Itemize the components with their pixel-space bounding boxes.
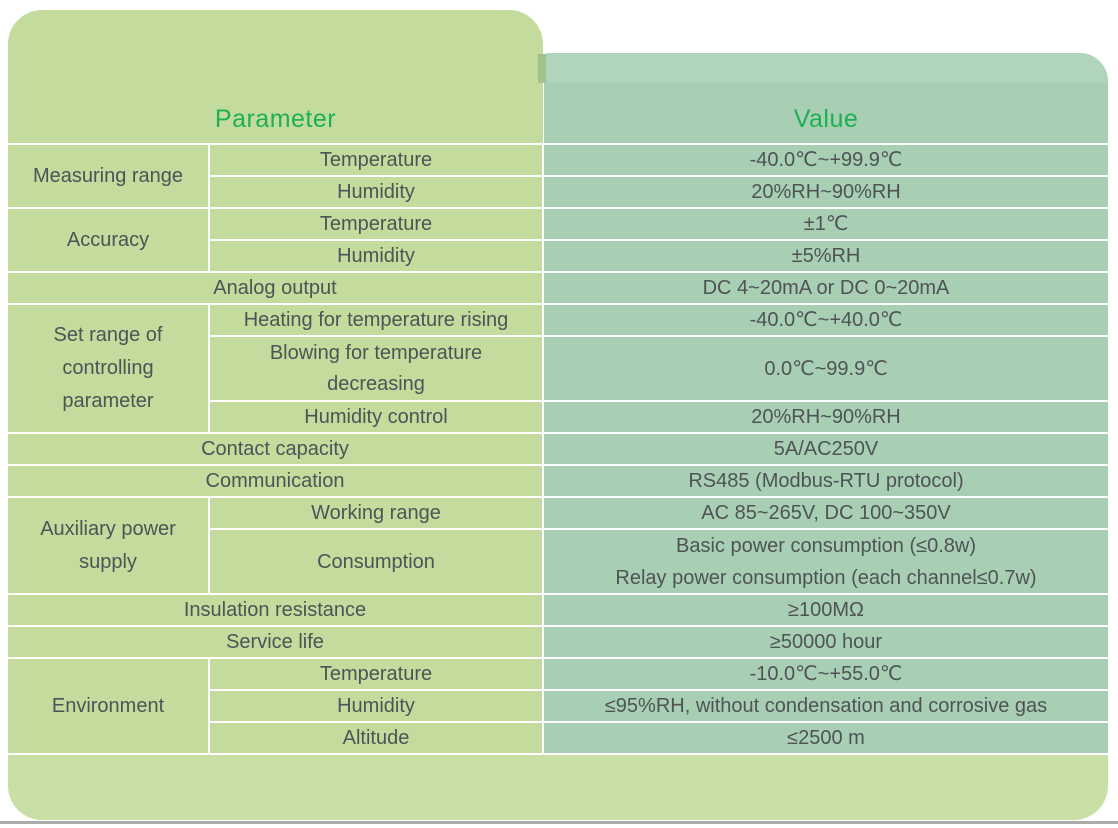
- value-cell-working-range: AC 85~265V, DC 100~350V: [544, 498, 1108, 528]
- group-cell-set-range-label: Set range of controlling parameter: [53, 324, 163, 412]
- value-cell-altitude: ≤2500 m: [544, 723, 1108, 753]
- param-cell-acc-temperature: Temperature: [210, 209, 542, 239]
- param-cell-insulation-resistance: Insulation resistance: [8, 595, 542, 625]
- group-cell-aux-power-label: Auxiliary power supply: [40, 517, 176, 573]
- param-cell-env-temperature: Temperature: [210, 659, 542, 689]
- param-cell-humidity-control: Humidity control: [210, 402, 542, 432]
- value-cell-acc-humidity: ±5%RH: [544, 241, 1108, 271]
- param-cell-contact-capacity: Contact capacity: [8, 434, 542, 464]
- param-cell-altitude: Altitude: [210, 723, 542, 753]
- param-cell-heating: Heating for temperature rising: [210, 305, 542, 335]
- value-cell-heating: -40.0℃~+40.0℃: [544, 305, 1108, 335]
- value-cell-consumption-line1: Basic power consumption (≤0.8w): [676, 534, 976, 557]
- param-cell-mr-temperature: Temperature: [210, 145, 542, 175]
- value-cell-consumption-line2: Relay power consumption (each channel≤0.…: [615, 566, 1037, 589]
- value-cell-service-life: ≥50000 hour: [544, 627, 1108, 657]
- value-cell-mr-humidity: 20%RH~90%RH: [544, 177, 1108, 207]
- group-cell-set-range: Set range of controlling parameter: [8, 305, 208, 432]
- tab-seam: [538, 54, 546, 83]
- group-cell-measuring-range: Measuring range: [8, 145, 208, 207]
- parameter-column-header: Parameter: [214, 105, 337, 133]
- param-cell-service-life: Service life: [8, 627, 542, 657]
- group-cell-aux-power: Auxiliary power supply: [8, 498, 208, 593]
- param-cell-env-humidity: Humidity: [210, 691, 542, 721]
- value-cell-mr-temperature: -40.0℃~+99.9℃: [544, 145, 1108, 175]
- param-cell-analog-output: Analog output: [8, 273, 542, 303]
- value-cell-communication: RS485 (Modbus-RTU protocol): [544, 466, 1108, 496]
- sheet-footer: [8, 755, 1108, 820]
- value-cell-consumption: Basic power consumption (≤0.8w) Relay po…: [544, 530, 1108, 593]
- spec-table: Measuring range Accuracy Set range of co…: [8, 145, 1108, 753]
- param-cell-blowing-label: Blowing for temperature decreasing: [269, 341, 483, 395]
- group-cell-accuracy: Accuracy: [8, 209, 208, 271]
- parameter-header-card: Parameter: [8, 10, 543, 143]
- value-cell-contact-capacity: 5A/AC250V: [544, 434, 1108, 464]
- value-cell-humidity-control: 20%RH~90%RH: [544, 402, 1108, 432]
- value-cell-env-humidity: ≤95%RH, without condensation and corrosi…: [544, 691, 1108, 721]
- value-cell-insulation-resistance: ≥100MΩ: [544, 595, 1108, 625]
- value-cell-env-temperature: -10.0℃~+55.0℃: [544, 659, 1108, 689]
- value-cell-acc-temperature: ±1℃: [544, 209, 1108, 239]
- page-edge-line: [0, 821, 1118, 824]
- group-cell-environment: Environment: [8, 659, 208, 753]
- param-cell-mr-humidity: Humidity: [210, 177, 542, 207]
- param-cell-communication: Communication: [8, 466, 542, 496]
- param-cell-acc-humidity: Humidity: [210, 241, 542, 271]
- param-cell-working-range: Working range: [210, 498, 542, 528]
- param-cell-blowing: Blowing for temperature decreasing: [210, 337, 542, 400]
- value-header-card: Value: [544, 53, 1108, 143]
- value-cell-blowing: 0.0℃~99.9℃: [544, 337, 1108, 400]
- value-column-header: Value: [793, 105, 859, 133]
- value-cell-analog-output: DC 4~20mA or DC 0~20mA: [544, 273, 1108, 303]
- param-cell-consumption: Consumption: [210, 530, 542, 593]
